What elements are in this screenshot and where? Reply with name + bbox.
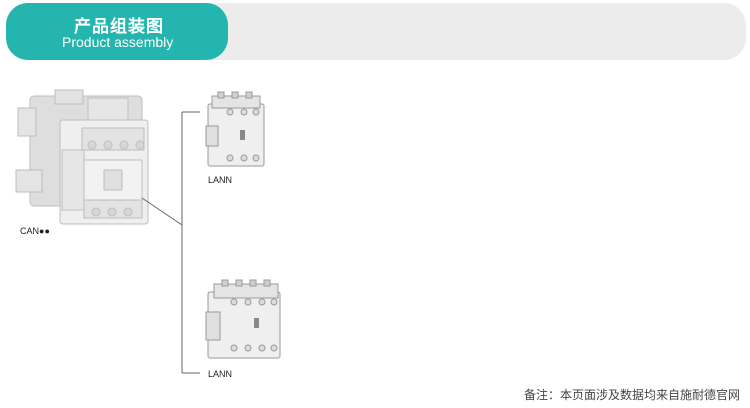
contactor-label: CAN●● — [20, 226, 50, 236]
aux-module-bottom — [205, 279, 281, 359]
connector-lines — [141, 111, 200, 374]
section-title-cn: 产品组装图 — [74, 17, 164, 37]
aux-module-bottom-label: LANN — [208, 369, 233, 379]
section-title-pill — [6, 3, 228, 60]
aux-module-top — [205, 91, 265, 167]
section-title-en: Product assembly — [62, 34, 174, 50]
aux-module-top-label: LANN — [208, 175, 233, 185]
footnote: 备注：本页面涉及数据均来自施耐德官网 — [523, 388, 740, 402]
contactor-illustration — [15, 89, 149, 225]
